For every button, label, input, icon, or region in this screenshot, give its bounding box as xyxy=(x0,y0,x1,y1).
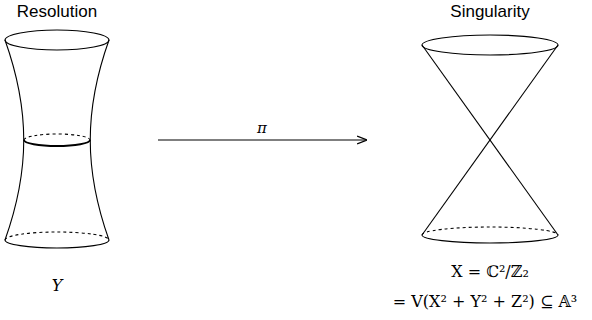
figure-heading: Resolution xyxy=(17,2,97,22)
math-caption: Y xyxy=(52,276,63,296)
hyperboloid-surface xyxy=(5,30,109,248)
map-label: π xyxy=(255,120,269,136)
figure-node: ResolutionY xyxy=(2,0,158,305)
math-caption: = V(X² + Y² + Z²) ⊆ 𝔸³ xyxy=(393,292,577,312)
map-arrow xyxy=(158,139,366,140)
math-caption: X = ℂ²/ℤ₂ xyxy=(451,262,529,282)
figure-node: Singularity X = ℂ²/ℤ₂ = V(X² + Y² + Z²) ⊆ … xyxy=(372,0,590,318)
figure-heading: Singularity xyxy=(450,2,529,22)
double-cone xyxy=(422,35,558,243)
